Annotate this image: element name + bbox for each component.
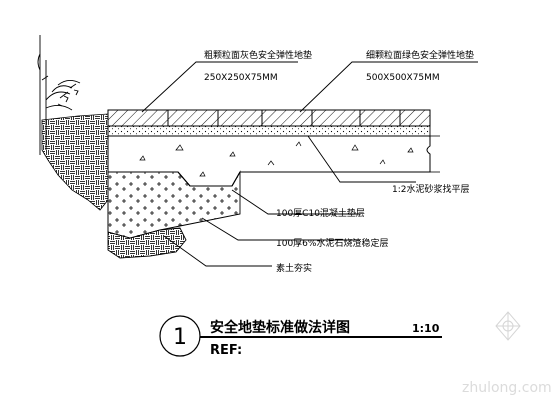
ref-label: REF: bbox=[210, 343, 242, 358]
coarse-pad-name-label: 粗颗粒面灰色安全弹性地垫 bbox=[204, 49, 312, 61]
soil-layer-label: 素土夯实 bbox=[276, 262, 312, 274]
watermark: zhulong.com bbox=[462, 311, 552, 396]
zhulong-logo-icon bbox=[495, 311, 521, 341]
detail-number: 1 bbox=[173, 325, 187, 350]
coarse-pad-size-label: 250X250X75MM bbox=[204, 73, 278, 83]
concrete-layer-label: 100厚C10混凝土垫层 bbox=[276, 207, 365, 219]
drawing-scale: 1:10 bbox=[412, 322, 440, 335]
compacted-soil-layer bbox=[107, 200, 187, 259]
stabilized-layer-label: 100厚6%水泥石烧渣稳定层 bbox=[276, 237, 388, 249]
leader-lines bbox=[141, 61, 478, 267]
fine-pad-size-label: 500X500X75MM bbox=[366, 73, 440, 83]
fine-pad-name-label: 细颗粒面绿色安全弹性地垫 bbox=[366, 49, 474, 61]
rubber-pad-layer bbox=[107, 109, 431, 127]
mortar-layer-label: 1:2水泥砂浆找平层 bbox=[392, 183, 470, 195]
mortar-leveling-layer bbox=[107, 125, 431, 137]
left-soil-hatch bbox=[41, 113, 109, 211]
title-block: 1 安全地垫标准做法详图 1:10 REF: bbox=[159, 315, 442, 358]
watermark-text: zhulong.com bbox=[462, 380, 552, 396]
planting-tree-icon bbox=[37, 35, 81, 155]
drawing-title: 安全地垫标准做法详图 bbox=[210, 319, 350, 336]
